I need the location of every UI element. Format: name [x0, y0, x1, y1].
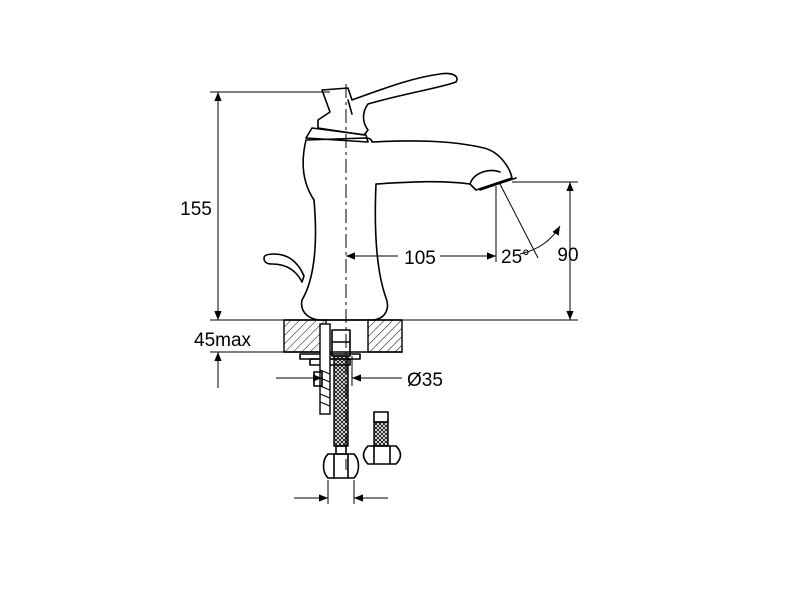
dimension-label-105: 105	[404, 248, 436, 269]
hose-nut-long	[322, 453, 360, 479]
dimension-label-155: 155	[180, 199, 212, 220]
faucet-handle	[317, 72, 458, 136]
dimension-spout-height: 90	[386, 181, 579, 321]
faucet-main-body	[300, 137, 513, 321]
dimension-label-diameter-35: Ø35	[407, 370, 443, 391]
dimension-spout-reach: 105	[346, 186, 497, 269]
dimension-total-height: 155	[180, 91, 330, 321]
mounting-assembly	[299, 323, 402, 479]
dimension-counter-thickness: 45max	[194, 300, 284, 388]
hose-nut-short	[362, 445, 402, 465]
faucet-cap	[305, 127, 369, 143]
supply-hose-long	[333, 355, 349, 447]
dimension-label-45max: 45max	[194, 330, 252, 351]
dimension-hole-diameter: Ø35	[276, 356, 443, 391]
dimension-label-25deg: 25°	[501, 247, 530, 268]
supply-hose-short	[373, 421, 389, 447]
dimension-spout-angle: 25°	[499, 183, 561, 268]
countertop-section	[283, 319, 403, 353]
dimension-hose-nut-width	[294, 480, 388, 504]
popup-rod	[263, 253, 305, 283]
faucet-body	[263, 72, 517, 470]
dimension-label-90: 90	[557, 245, 578, 266]
